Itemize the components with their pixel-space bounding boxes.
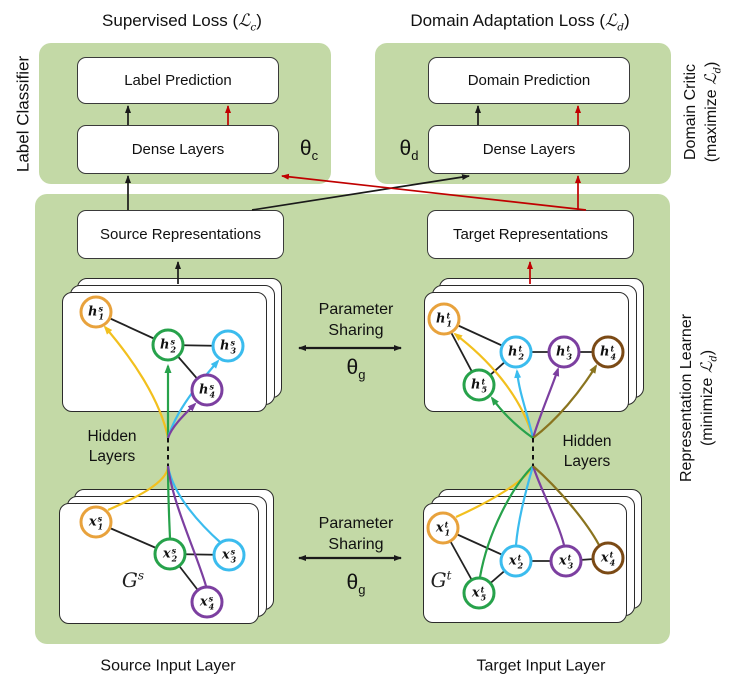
dense-layers-left-box: Dense Layers xyxy=(77,125,279,174)
source-representations-box: Source Representations xyxy=(77,210,284,259)
graph-gt-label: Gt xyxy=(430,568,452,592)
theta-c-label: θc xyxy=(299,136,319,164)
label-prediction-box: Label Prediction xyxy=(77,57,279,104)
label-classifier-side-label: Label Classifier xyxy=(13,55,33,173)
graph-gs-label: Gs xyxy=(121,568,145,592)
domain-critic-side-label: Domain Critic (maximize ℒd) xyxy=(682,61,724,163)
representation-learner-side-label: Representation Learner (minimize ℒd) xyxy=(678,313,720,483)
theta-g-lower-label: θg xyxy=(346,570,366,598)
target-representations-box: Target Representations xyxy=(427,210,634,259)
source-input-layer-label: Source Input Layer xyxy=(100,657,236,675)
domain-adaptation-loss-title: Domain Adaptation Loss (ℒd) xyxy=(410,11,630,34)
target-input-layer-label: Target Input Layer xyxy=(476,657,606,675)
theta-g-upper-label: θg xyxy=(346,355,366,383)
theta-d-label: θd xyxy=(399,136,419,164)
dense-layers-right-box: Dense Layers xyxy=(428,125,630,174)
domain-prediction-box: Domain Prediction xyxy=(428,57,630,104)
supervised-loss-title: Supervised Loss (ℒc) xyxy=(102,11,262,34)
